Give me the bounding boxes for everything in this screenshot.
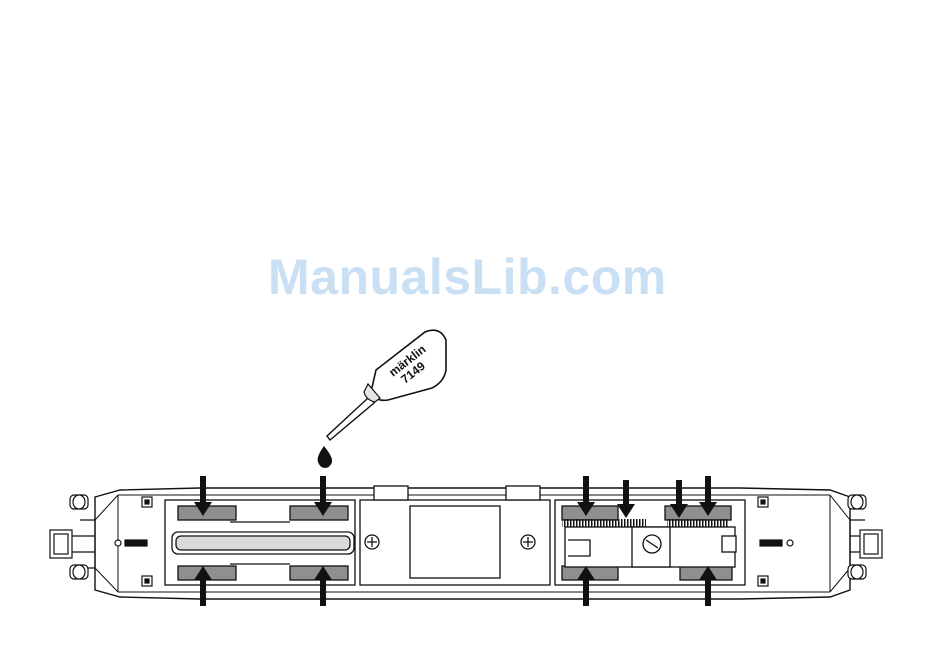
motor-housing [360,486,550,585]
oil-bottle: märklin 7149 [327,330,446,440]
oil-drop-icon [318,446,333,468]
